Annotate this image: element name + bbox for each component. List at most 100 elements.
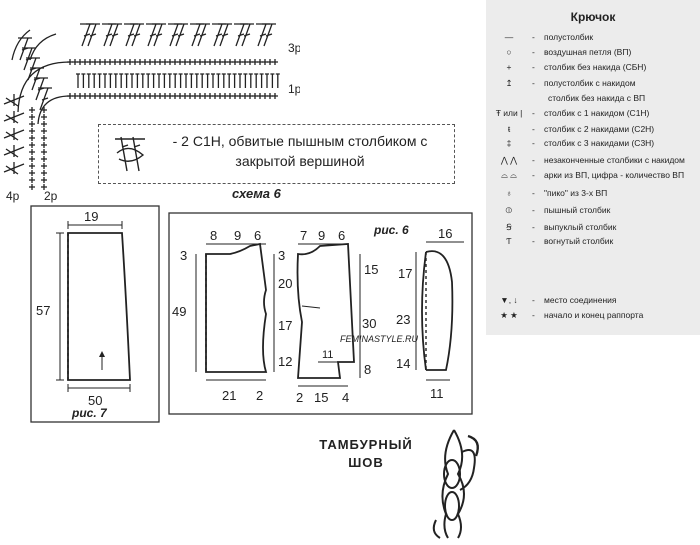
legend-dash: - (532, 155, 535, 165)
chart-stitch (41, 128, 47, 134)
chart-stitch (178, 73, 183, 88)
legend-text: начало и конец раппорта (544, 310, 644, 320)
chart-stitch (97, 73, 102, 88)
chart-stitch (227, 73, 232, 88)
chart-stitch (29, 163, 35, 169)
chart-stitch (272, 93, 278, 99)
chart-stitch (41, 156, 47, 162)
legend-text: арки из ВП, цифра - количество ВП (544, 170, 685, 180)
chart-stitch (3, 128, 25, 141)
legend-symbol-icon: Ŧ или | (495, 108, 523, 118)
crochet-chart: 3р 1р 4р 2р (3, 23, 300, 203)
chart-stitch (11, 29, 31, 61)
chart-stitch (41, 114, 47, 120)
front-bottom-2: 2 (296, 390, 303, 405)
chart-stitch (211, 73, 215, 88)
chart-stitch (86, 73, 91, 88)
col-label-4: 4р (6, 189, 20, 203)
legend-text: воздушная петля (ВП) (544, 47, 632, 57)
chart-stitch (240, 23, 254, 47)
chart-stitch (41, 163, 47, 169)
chart-stitch (130, 23, 144, 47)
legend-text: место соединения (544, 295, 617, 305)
front-right-8: 8 (364, 362, 371, 377)
tambour-label: ТАМБУРНЫЙ ШОВ (316, 436, 416, 472)
chart-stitch (157, 73, 161, 88)
chart-stitch (3, 145, 25, 158)
legend-text: незаконченные столбики с накидом (544, 155, 685, 165)
legend-text: столбик с 1 накидом (С1Н) (544, 108, 650, 118)
back-top-6: 6 (254, 228, 261, 243)
skirt-bottom-width: 50 (88, 393, 102, 408)
chart-stitch (37, 95, 71, 125)
chart-stitch (29, 156, 35, 162)
chart-stitch (76, 73, 80, 88)
chart-stitch (81, 73, 86, 88)
back-bottom-21: 21 (222, 388, 236, 403)
legend-text: полустолбик (544, 32, 594, 42)
legend-text: пышный столбик (544, 205, 611, 215)
legend-dash: - (532, 62, 535, 72)
watermark: FEMINASTYLE.RU (340, 334, 419, 344)
chart-stitch (29, 33, 57, 61)
chart-stitch (41, 121, 47, 127)
front-top-9: 9 (318, 228, 325, 243)
back-top-9: 9 (234, 228, 241, 243)
chart-stitch (140, 73, 145, 88)
row-label-3: 3р (288, 41, 300, 55)
legend-dash: - (532, 205, 535, 215)
chart-stitch (29, 177, 35, 183)
legend-text: столбик с 3 накидами (С3Н) (544, 138, 655, 148)
fig6-caption: рис. 6 (373, 223, 409, 237)
sleeve-left-14: 14 (396, 356, 410, 371)
legend-dash: - (532, 32, 535, 42)
back-right-12: 12 (278, 354, 292, 369)
sleeve-left-17: 17 (398, 266, 412, 281)
front-dart-11: 11 (322, 349, 333, 361)
chart-stitch (18, 37, 32, 61)
chart-stitch (41, 177, 47, 183)
back-top-8: 8 (210, 228, 217, 243)
chart-stitch (167, 73, 172, 88)
chart-stitch (29, 121, 35, 127)
chart-stitch (265, 73, 269, 88)
chart-stitch (29, 184, 35, 190)
chart-stitch (272, 59, 278, 65)
legend-dash: - (532, 170, 535, 180)
double-stitch-icon (115, 136, 145, 172)
chart-stitch (232, 73, 237, 88)
legend-title: Крючок (570, 10, 616, 24)
chart-stitch (41, 184, 47, 190)
tambour-stitch-illustration (432, 429, 479, 539)
chart-stitch (216, 73, 221, 88)
front-bottom-15: 15 (314, 390, 328, 405)
legend-text: полустолбик с накидом (544, 78, 636, 88)
legend-text: столбик без накида с ВП (548, 93, 646, 103)
legend-dash: - (532, 222, 535, 232)
chart-stitch (119, 73, 124, 88)
legend-text: "пико" из 3-х ВП (544, 188, 608, 198)
chart-stitch (124, 73, 129, 88)
legend-dash: - (532, 295, 535, 305)
chart-stitch (38, 87, 52, 111)
chart-stitch (173, 73, 178, 88)
sleeve-bottom-11: 11 (430, 386, 444, 401)
chart-stitch (3, 94, 25, 107)
legend-symbol-icon: ⋀ ⋀ (500, 155, 518, 165)
col-label-2: 2р (44, 189, 58, 203)
legend-dash: - (532, 78, 535, 88)
skirt-caption: рис. 7 (71, 406, 108, 420)
chart-stitch (113, 73, 118, 88)
chart-stitch (196, 23, 210, 47)
chart-stitch (218, 23, 232, 47)
chart-stitch (34, 77, 48, 101)
legend-dash: - (532, 108, 535, 118)
symbol-note-box: - 2 С1Н, обвитые пышным столбиком с закр… (98, 124, 455, 184)
front-right-30: 30 (362, 316, 376, 331)
chart-stitch (29, 107, 35, 113)
legend-symbol-icon: ♁ (505, 188, 513, 198)
chart-stitch (130, 73, 134, 88)
chart-stitch (29, 128, 35, 134)
chart-stitch (41, 170, 47, 176)
chart-stitch (205, 73, 210, 88)
